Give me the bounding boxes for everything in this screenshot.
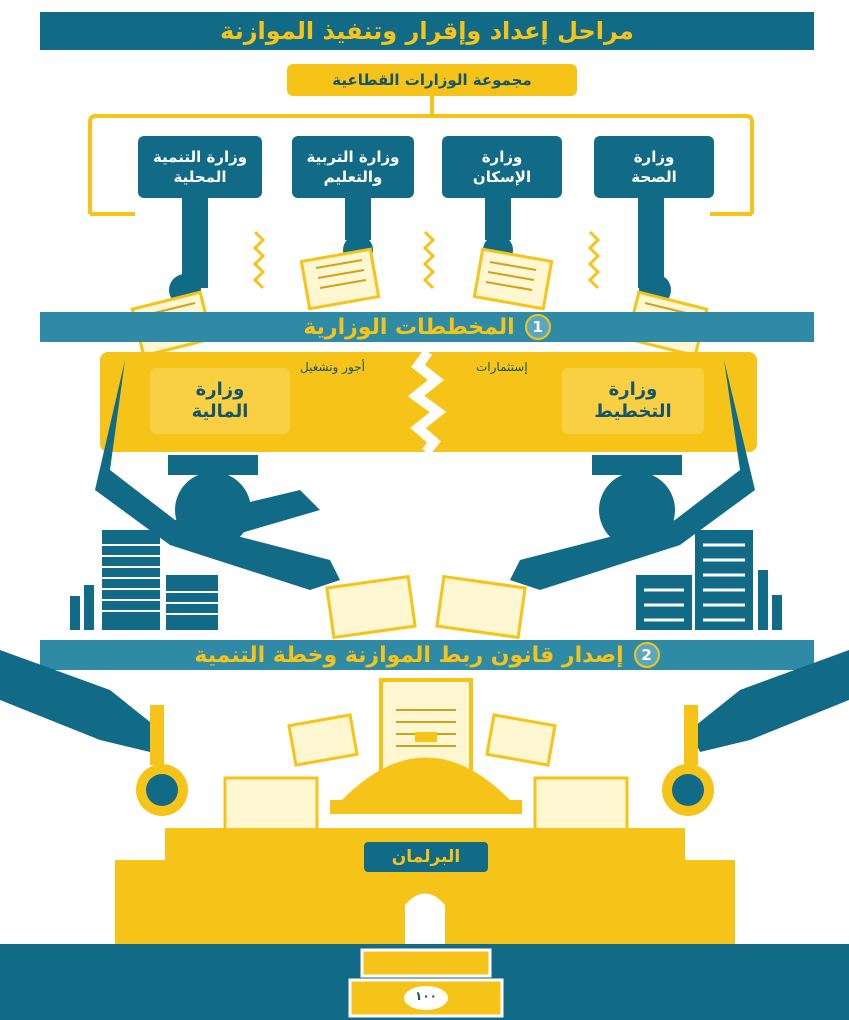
stage-1-bar: 1 المخططات الوزارية	[40, 312, 814, 342]
page-title: مراحل إعداد وإقرار وتنفيذ الموازنة	[40, 12, 814, 50]
stage-1-label: المخططات الوزارية	[303, 314, 515, 340]
ministry-education: وزارة التربية والتعليم	[292, 136, 414, 198]
ministry-housing: وزارة الإسكان	[442, 136, 562, 198]
wages-label: أجور وتشغيل	[300, 360, 365, 374]
investments-label: إستثمارات	[476, 360, 528, 374]
money-note-value: ١٠٠	[415, 989, 437, 1003]
sectoral-ministries-group: مجموعة الوزارات القطاعية	[287, 64, 577, 96]
ministry-health: وزارة الصحة	[594, 136, 714, 198]
desk-split-zigzag	[407, 352, 447, 452]
stage-2-label: إصدار قانون ربط الموازنة وخطة التنمية	[194, 642, 624, 668]
ministry-planning: وزارة التخطيط	[562, 368, 704, 434]
stage-1-number: 1	[524, 314, 551, 340]
ministry-local-development: وزارة التنمية المحلية	[138, 136, 262, 198]
parliament-label: البرلمان	[362, 840, 490, 874]
stage-2-bar: 2 إصدار قانون ربط الموازنة وخطة التنمية	[40, 640, 814, 670]
stage-2-number: 2	[633, 642, 660, 668]
zigzag-decorations	[252, 230, 601, 290]
ministry-finance: وزارة المالية	[150, 368, 290, 434]
